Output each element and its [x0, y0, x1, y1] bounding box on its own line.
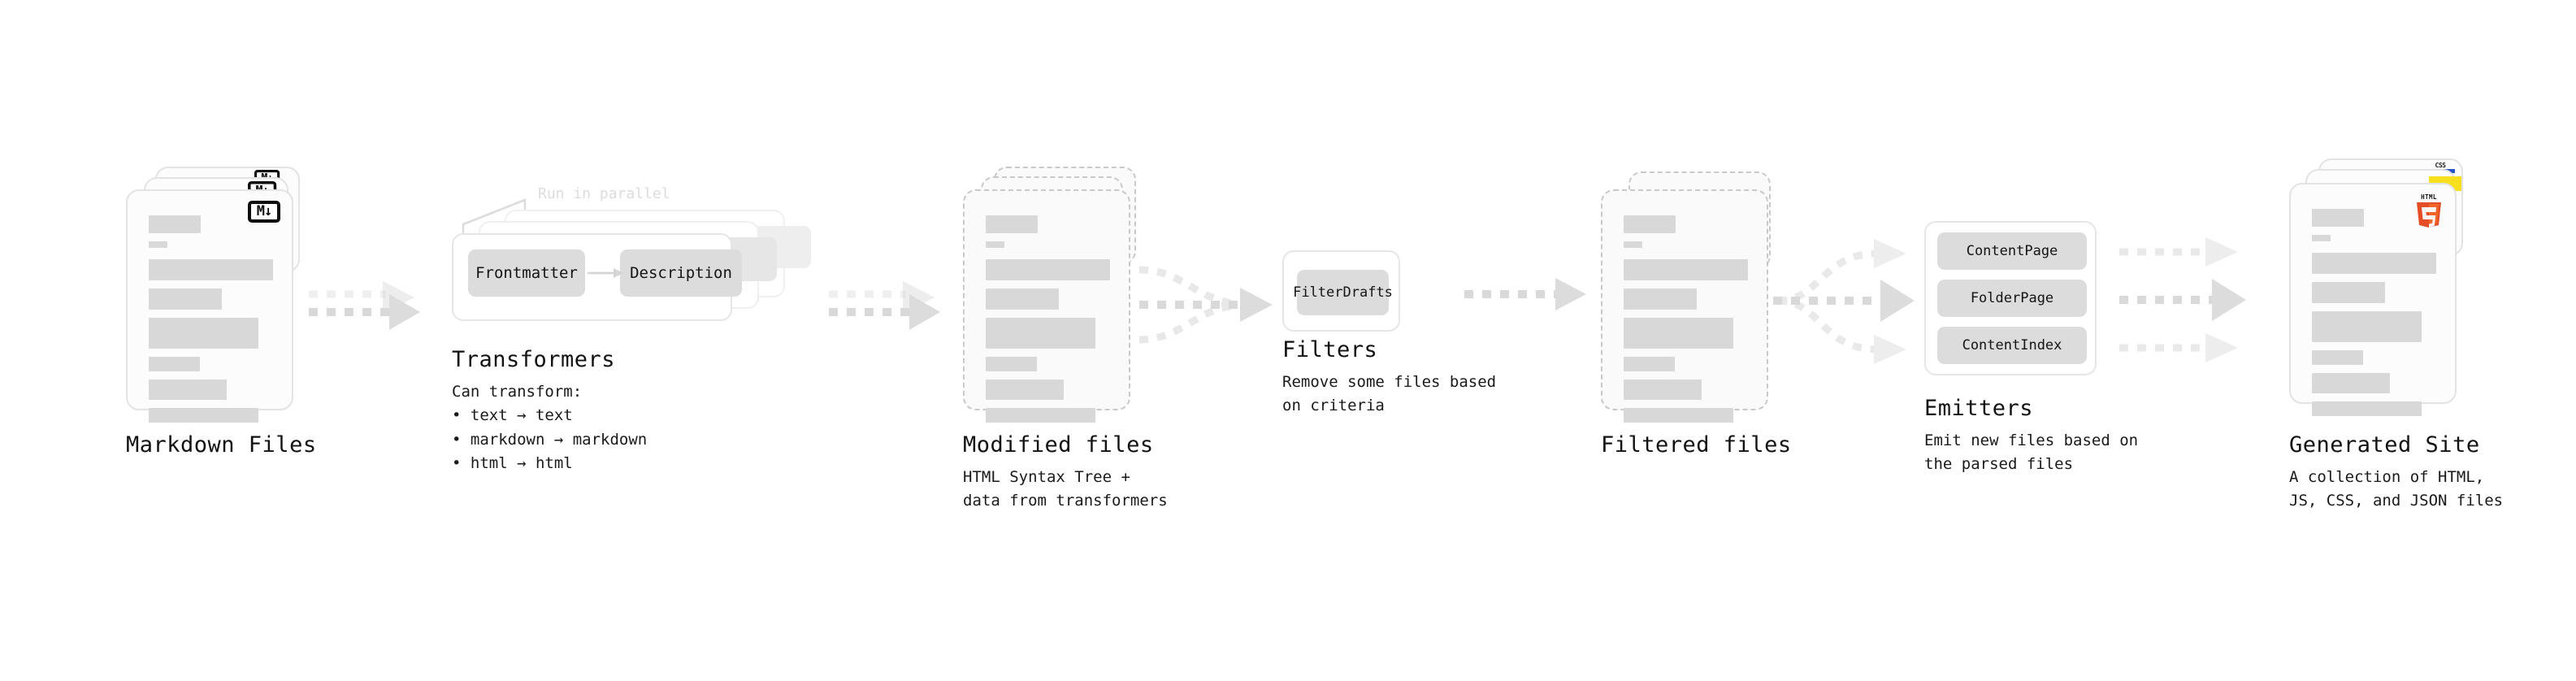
stage-title-markdown-files: Markdown Files [126, 432, 317, 458]
emitter-chip-contentpage[interactable]: ContentPage [1937, 232, 2087, 270]
stage-emitters: ContentPage FolderPage ContentIndex Emit… [1924, 221, 2138, 477]
emitter-chip-contentindex[interactable]: ContentIndex [1937, 327, 2087, 364]
emitter-chip-folderpage[interactable]: FolderPage [1937, 280, 2087, 317]
filtered-files-card-stack [1601, 167, 1788, 423]
connector-modified-to-filters [1138, 266, 1273, 344]
stage-title-modified-files: Modified files [963, 432, 1154, 458]
stage-title-filters: Filters [1282, 337, 1378, 362]
connector-filters-to-filtered [1464, 278, 1586, 310]
transformer-arrow-front [588, 268, 623, 278]
transformers-artwork: Run in parallel [452, 185, 826, 325]
markdown-files-card-stack: M↓ M↓ M↓ [126, 167, 313, 423]
generated-site-card-stack: HTML [2289, 158, 2492, 419]
modified-skeleton [986, 215, 1111, 431]
markdown-skeleton [149, 215, 274, 431]
filtered-skeleton [1624, 215, 1749, 431]
connector-emitters-to-site [2119, 237, 2246, 362]
markdown-icon: M↓ [248, 201, 280, 223]
transformer-chip-frontmatter[interactable]: Frontmatter [468, 249, 585, 297]
transformer-chip-description[interactable]: Description [620, 249, 742, 297]
connector-transformers-to-modified [829, 281, 940, 330]
emitters-artwork: ContentPage FolderPage ContentIndex [1924, 221, 2119, 392]
stage-filtered-files: Filtered files [1601, 167, 1792, 458]
run-in-parallel-pointer [462, 198, 527, 241]
transformer-chip-description-label: Description [630, 264, 732, 282]
connector-md-to-transformers [309, 281, 420, 330]
svg-text:HTML: HTML [2421, 193, 2437, 201]
stage-title-emitters: Emitters [1924, 396, 2034, 421]
modified-files-card-stack [963, 167, 1150, 423]
html5-icon: HTML [2417, 193, 2441, 228]
emitters-panel: ContentPage FolderPage ContentIndex [1924, 221, 2097, 375]
stage-caption-emitters: Emit new files based on the parsed files [1924, 431, 2139, 474]
transformer-chip-frontmatter-label: Frontmatter [475, 264, 578, 282]
stage-modified-files: Modified files HTML Syntax Tree + data f… [963, 167, 1168, 514]
stage-filters: FilterDrafts Filters Remove some files b… [1282, 250, 1496, 419]
site-card-front-html: HTML [2289, 183, 2457, 416]
emitter-chip-contentindex-label: ContentIndex [1962, 337, 2062, 354]
stage-generated-site: HTML Generated Site A collecti [2289, 158, 2503, 514]
transformer-layer-front: Frontmatter Description [452, 233, 742, 321]
stage-title-filtered-files: Filtered files [1601, 432, 1792, 458]
stage-title-transformers: Transformers [452, 347, 616, 372]
emitter-chip-folderpage-label: FolderPage [1970, 290, 2054, 306]
modified-card-front [963, 189, 1130, 423]
stage-caption-generated-site: A collection of HTML, JS, CSS, and JSON … [2289, 467, 2504, 510]
filters-artwork: FilterDrafts [1282, 250, 1457, 356]
filters-panel: FilterDrafts [1282, 250, 1400, 332]
filter-chip-filterdrafts-label: FilterDrafts [1293, 284, 1393, 301]
filter-chip-filterdrafts[interactable]: FilterDrafts [1293, 270, 1393, 315]
markdown-card-front: M↓ [126, 189, 293, 423]
stage-caption-transformers: Can transform: • text → text • markdown … [452, 382, 648, 472]
connector-filtered-to-emitters [1773, 239, 1915, 364]
stage-transformers: Run in parallel [452, 185, 826, 475]
stage-caption-filters: Remove some files based on criteria [1282, 372, 1497, 415]
filtered-card-front [1601, 189, 1768, 423]
stage-caption-modified-files: HTML Syntax Tree + data from transformer… [963, 467, 1168, 510]
run-in-parallel-label: Run in parallel [538, 185, 670, 202]
emitter-chip-contentpage-label: ContentPage [1966, 243, 2058, 259]
generated-site-skeleton [2312, 209, 2437, 424]
stage-title-generated-site: Generated Site [2289, 432, 2480, 458]
stage-markdown-files: M↓ M↓ M↓ Markdown Files [126, 167, 317, 458]
